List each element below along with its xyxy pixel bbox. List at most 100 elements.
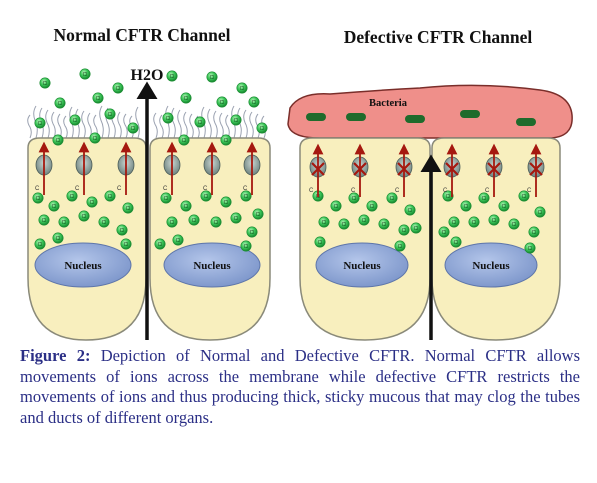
chloride-ion: Cl xyxy=(78,210,90,222)
svg-text:Cl: Cl xyxy=(224,200,229,206)
svg-text:Cl: Cl xyxy=(452,220,457,226)
defective-panel: Bacteria Nucleus Nucleus xyxy=(287,84,573,341)
svg-text:Cl: Cl xyxy=(120,228,125,234)
svg-text:C: C xyxy=(163,186,168,192)
chloride-ion: Cl xyxy=(216,96,228,108)
svg-text:Cl: Cl xyxy=(124,242,129,248)
chloride-ion: Cl xyxy=(498,200,510,212)
chloride-ion: Cl xyxy=(460,200,472,212)
chloride-ion: Cl xyxy=(120,238,132,250)
svg-text:Cl: Cl xyxy=(532,230,537,236)
svg-text:Cl: Cl xyxy=(184,204,189,210)
nucleus-2 xyxy=(163,242,261,288)
svg-text:Cl: Cl xyxy=(176,238,181,244)
chloride-ion: Cl xyxy=(236,82,248,94)
bacterium-4 xyxy=(460,110,480,118)
chloride-ion: Cl xyxy=(122,202,134,214)
chloride-ion: Cl xyxy=(180,92,192,104)
nucleus-label-2: Nucleus xyxy=(193,260,231,272)
cilium xyxy=(57,113,62,139)
svg-text:Cl: Cl xyxy=(131,126,136,132)
chloride-ion: Cl xyxy=(210,216,222,228)
chloride-ion: Cl xyxy=(220,134,232,146)
svg-text:C: C xyxy=(75,186,80,192)
svg-text:Cl: Cl xyxy=(83,72,88,78)
defective-cftr-channel: C xyxy=(485,143,503,197)
chloride-ion: Cl xyxy=(438,226,450,238)
svg-text:Cl: Cl xyxy=(108,112,113,118)
chloride-ion: Cl xyxy=(112,82,124,94)
chloride-ion: Cl xyxy=(172,234,184,246)
chloride-ion: Cl xyxy=(488,214,500,226)
defective-cell-left xyxy=(299,137,431,341)
cilium xyxy=(51,111,56,139)
svg-text:Cl: Cl xyxy=(93,136,98,142)
figure-caption: Figure 2: Depiction of Normal and Defect… xyxy=(20,346,580,428)
cilium xyxy=(219,112,224,139)
svg-text:C: C xyxy=(443,188,448,194)
svg-text:C: C xyxy=(309,188,314,194)
cilium xyxy=(33,105,38,139)
chloride-ion: Cl xyxy=(468,216,480,228)
svg-text:Cl: Cl xyxy=(260,126,265,132)
chloride-ion: Cl xyxy=(240,190,252,202)
chloride-ion: Cl xyxy=(39,77,51,89)
chloride-ion: Cl xyxy=(160,192,172,204)
chloride-ion: Cl xyxy=(127,122,139,134)
chloride-ion: Cl xyxy=(200,190,212,202)
svg-text:C: C xyxy=(527,188,532,194)
svg-text:Cl: Cl xyxy=(482,196,487,202)
chloride-ion: Cl xyxy=(92,92,104,104)
chloride-ion: Cl xyxy=(188,214,200,226)
svg-text:Cl: Cl xyxy=(70,194,75,200)
svg-text:Cl: Cl xyxy=(252,100,257,106)
caption-label: Figure 2: xyxy=(20,346,91,365)
svg-text:Cl: Cl xyxy=(214,220,219,226)
bacterium-1 xyxy=(306,113,326,121)
chloride-ion: Cl xyxy=(230,114,242,126)
chloride-ion: Cl xyxy=(410,222,422,234)
normal-cell-right xyxy=(149,137,271,341)
chloride-ion: Cl xyxy=(32,192,44,204)
svg-text:C: C xyxy=(351,188,356,194)
svg-text:Cl: Cl xyxy=(108,194,113,200)
svg-text:Cl: Cl xyxy=(38,242,43,248)
chloride-ion: Cl xyxy=(314,236,326,248)
chloride-ion: Cl xyxy=(248,96,260,108)
svg-text:Cl: Cl xyxy=(42,218,47,224)
svg-text:Cl: Cl xyxy=(38,121,43,127)
cilium xyxy=(81,110,86,139)
cilium xyxy=(63,115,68,139)
cilium xyxy=(249,111,254,139)
chloride-ion: Cl xyxy=(478,192,490,204)
chloride-ion: Cl xyxy=(230,212,242,224)
svg-text:Cl: Cl xyxy=(56,138,61,144)
svg-text:Cl: Cl xyxy=(334,204,339,210)
chloride-ion: Cl xyxy=(246,226,258,238)
chloride-ion: Cl xyxy=(240,240,252,252)
svg-text:C: C xyxy=(117,186,122,192)
svg-text:Cl: Cl xyxy=(58,101,63,107)
bacteria-label: Bacteria xyxy=(369,98,408,109)
cilium xyxy=(177,109,182,139)
svg-text:Cl: Cl xyxy=(512,222,517,228)
chloride-ion: Cl xyxy=(524,242,536,254)
svg-text:Cl: Cl xyxy=(256,212,261,218)
cilium xyxy=(171,107,176,139)
svg-text:Cl: Cl xyxy=(182,138,187,144)
svg-text:Cl: Cl xyxy=(244,244,249,250)
bacterium-2 xyxy=(346,113,366,121)
cftr-channel: C xyxy=(243,141,261,195)
cilium xyxy=(45,109,50,139)
chloride-ion: Cl xyxy=(404,204,416,216)
bacterium-3 xyxy=(405,115,425,123)
chloride-ion: Cl xyxy=(448,216,460,228)
svg-text:Cl: Cl xyxy=(352,196,357,202)
caption-text: Depiction of Normal and Defective CFTR. … xyxy=(20,346,580,427)
water-label: H2O xyxy=(131,67,164,84)
svg-text:Cl: Cl xyxy=(224,138,229,144)
chloride-ion: Cl xyxy=(54,97,66,109)
cilium xyxy=(189,113,194,139)
svg-text:Cl: Cl xyxy=(198,120,203,126)
defective-cftr-channel: C xyxy=(351,143,369,197)
